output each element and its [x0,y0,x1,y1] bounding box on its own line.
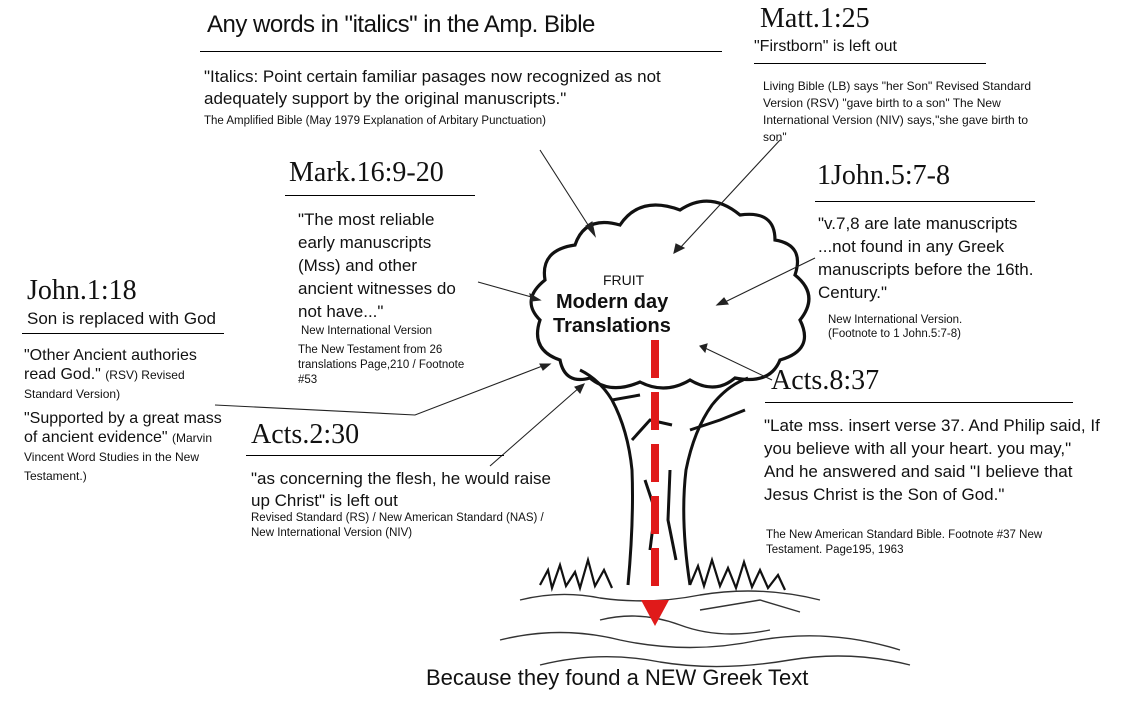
grass [539,555,786,593]
acts8-quote: "Late mss. insert verse 37. And Philip s… [764,416,1100,504]
italics-source: The Amplified Bible (May 1979 Explanatio… [204,115,546,127]
john1-quote2-src: (Marvin Vincent Word Studies in the New … [24,431,213,483]
footer-caption: Because they found a NEW Greek Text [426,665,809,690]
italics-title: Any words in "italics" in the Amp. Bible [207,11,595,38]
italics-rule [200,51,722,52]
fruit-label: FRUIT [603,272,645,288]
pointer-acts8 [704,347,773,381]
mark-source2: The New Testament from 26 translations P… [298,344,465,386]
john5-source1: New International Version. [828,314,963,326]
pointer-italics [539,149,591,229]
pointer-matt [679,139,781,249]
john5-quote: "v.7,8 are late manuscripts ...not found… [818,214,1034,302]
matt-subtitle: "Firstborn" is left out [754,38,897,55]
john1-quote1-src: (RSV) Revised Standard Version) [24,368,185,401]
acts8-rule [765,402,1073,403]
john5-title: 1John.5:7-8 [817,160,950,191]
pointer-mark [477,281,536,299]
mark-title: Mark.16:9-20 [289,157,444,188]
john1-subtitle: Son is replaced with God [27,309,216,328]
pointer-john5 [724,257,816,303]
acts8-source: The New American Standard Bible. Footnot… [766,529,1043,556]
john1-quote1: "Other Ancient authories read God." [24,347,197,383]
john5-rule [815,201,1035,202]
john1-quote1-block: "Other Ancient authories read God." (RSV… [24,346,229,403]
red-down-arrow-icon [641,340,669,626]
john1-quote2-block: "Supported by a great mass of ancient ev… [24,409,229,485]
john1-quote2: "Supported by a great mass of ancient ev… [24,410,222,446]
matt-notes: Living Bible (LB) says "her Son" Revised… [763,79,1031,144]
pointer-acts2 [489,386,581,467]
matt-rule [754,63,986,64]
canopy [529,199,811,390]
tree-line2: Translations [553,315,671,337]
john1-rule [22,333,224,334]
acts8-title: Acts.8:37 [771,365,880,396]
acts2-quote: "as concerning the flesh, he would raise… [251,469,551,510]
john5-source2: (Footnote to 1 John.5:7-8) [828,328,961,340]
italics-quote: "Italics: Point certain familiar pasages… [204,67,661,108]
mark-rule [285,195,475,196]
trunk [579,368,749,586]
matt-title: Matt.1:25 [760,3,870,34]
acts2-source: Revised Standard (RS) / New American Sta… [251,512,544,539]
acts2-title: Acts.2:30 [251,419,360,450]
ground [499,590,911,668]
tree-line1: Modern day [556,291,669,313]
mark-source1: New International Version [301,325,433,337]
pointer-lines [214,139,816,467]
pointer-john1 [214,364,546,416]
acts2-rule [246,455,504,456]
john1-title: John.1:18 [27,275,137,306]
mark-quote: "The most reliable early manuscripts (Ms… [298,210,456,321]
